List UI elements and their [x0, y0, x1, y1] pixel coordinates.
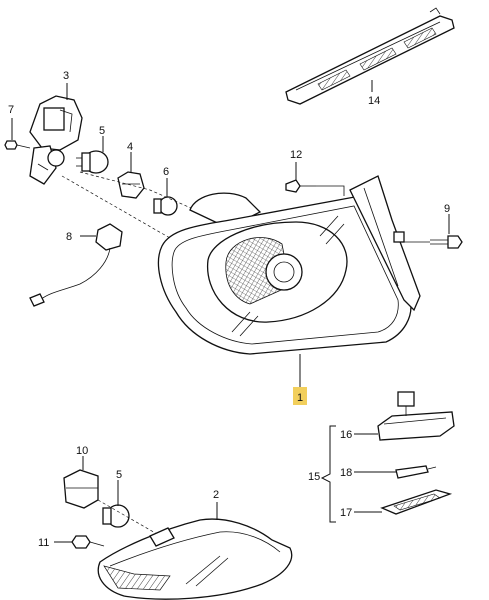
screw-11: [71, 535, 105, 549]
callout-7: 7: [8, 104, 14, 116]
guide-upper: [79, 171, 201, 213]
socket-10: [63, 469, 99, 509]
callout-6: 6: [163, 166, 169, 178]
lamp-2: [97, 518, 293, 600]
callout-1: 1: [297, 392, 303, 404]
harness-8: [29, 223, 123, 307]
bolt-9: [404, 235, 463, 249]
socket-4: [117, 171, 145, 199]
callout-9: 9: [444, 203, 450, 215]
lens-17: [380, 489, 453, 515]
license-lamp-16: [377, 391, 455, 441]
festoon-bulb-18: [395, 465, 437, 479]
guide-upper-2: [61, 175, 171, 239]
bracket-15: [320, 425, 336, 523]
callout-14: 14: [368, 95, 380, 107]
bulb-6: [153, 196, 178, 216]
screw-7: [4, 140, 31, 150]
callout-5a: 5: [99, 125, 105, 137]
callout-2: 2: [213, 489, 219, 501]
callout-18: 18: [340, 467, 352, 479]
bulb-5-lower: [102, 504, 130, 528]
callout-11: 11: [38, 537, 49, 549]
callout-12: 12: [290, 149, 302, 161]
callout-5b: 5: [116, 469, 122, 481]
clip-12: [285, 179, 345, 196]
callout-16: 16: [340, 429, 352, 441]
callout-15: 15: [308, 471, 320, 483]
callout-17: 17: [340, 507, 352, 519]
bulb-holder-assembly: [29, 95, 83, 185]
callout-4: 4: [127, 141, 133, 153]
bulb-5-upper: [76, 150, 109, 174]
callout-1-highlight: [293, 387, 307, 405]
callout-10: 10: [76, 445, 88, 457]
lamp-housing-1: [157, 175, 421, 355]
callout-8: 8: [66, 231, 72, 243]
callout-3: 3: [63, 70, 69, 82]
trim-strip: [285, 7, 455, 105]
